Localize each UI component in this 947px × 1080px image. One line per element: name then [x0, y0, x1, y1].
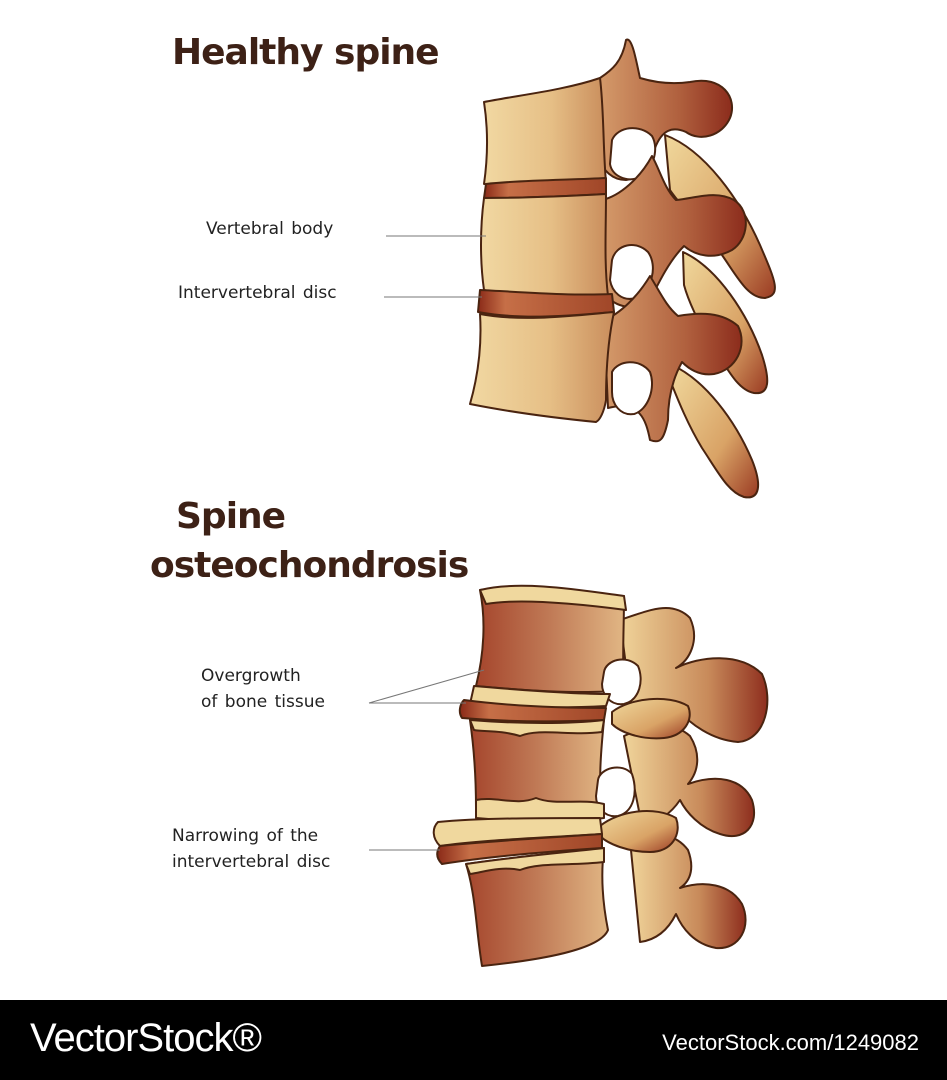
narrowing-label-line1: Narrowing of the	[172, 826, 319, 846]
healthy-vertebral-body-3	[469, 311, 615, 423]
overgrowth-label-line2: of bone tissue	[201, 692, 325, 712]
sick-process-3	[629, 833, 747, 950]
osteochondrosis-title-line2: osteochondrosis	[150, 545, 469, 586]
healthy-disc-2	[477, 289, 615, 318]
sick-process-2	[623, 724, 755, 837]
sick-osteophyte-4	[465, 847, 605, 875]
sick-disc-2-core	[436, 833, 603, 865]
spine-illustration	[368, 38, 776, 967]
overgrowth-label: Overgrowth of bone tissue	[201, 663, 325, 715]
intervertebral-disc-label-text: Intervertebral disc	[178, 283, 337, 303]
healthy-vertebral-body-2	[480, 193, 609, 299]
sick-disc-1	[458, 699, 607, 723]
osteochondrosis-title-line1: Spine	[176, 496, 286, 537]
vertebral-body-label: Vertebral body	[206, 216, 333, 242]
sick-facet-2	[599, 810, 679, 853]
overgrowth-pointer-1	[368, 669, 485, 704]
vectorstock-logo: VectorStock®	[30, 1016, 262, 1060]
healthy-spine	[469, 38, 776, 499]
intervertebral-disc-label: Intervertebral disc	[178, 280, 337, 306]
osteochondrosis-spine	[432, 584, 769, 967]
narrowing-label-line2: intervertebral disc	[172, 852, 331, 872]
sick-osteophyte-2	[469, 719, 605, 737]
healthy-vertebral-body-1	[483, 77, 607, 187]
healthy-foramen-3	[611, 361, 653, 416]
footer-bar: VectorStock® VectorStock.com/1249082	[0, 1000, 947, 1080]
overgrowth-label-line1: Overgrowth	[201, 666, 301, 686]
healthy-facet-3	[671, 364, 760, 499]
sick-facet-1	[611, 697, 691, 740]
vertebral-body-label-text: Vertebral body	[206, 219, 334, 239]
sick-endplate-top	[479, 584, 627, 611]
narrowing-label: Narrowing of the intervertebral disc	[172, 823, 330, 875]
healthy-spine-title: Healthy spine	[172, 32, 440, 73]
stock-id: VectorStock.com/1249082	[662, 1030, 919, 1055]
